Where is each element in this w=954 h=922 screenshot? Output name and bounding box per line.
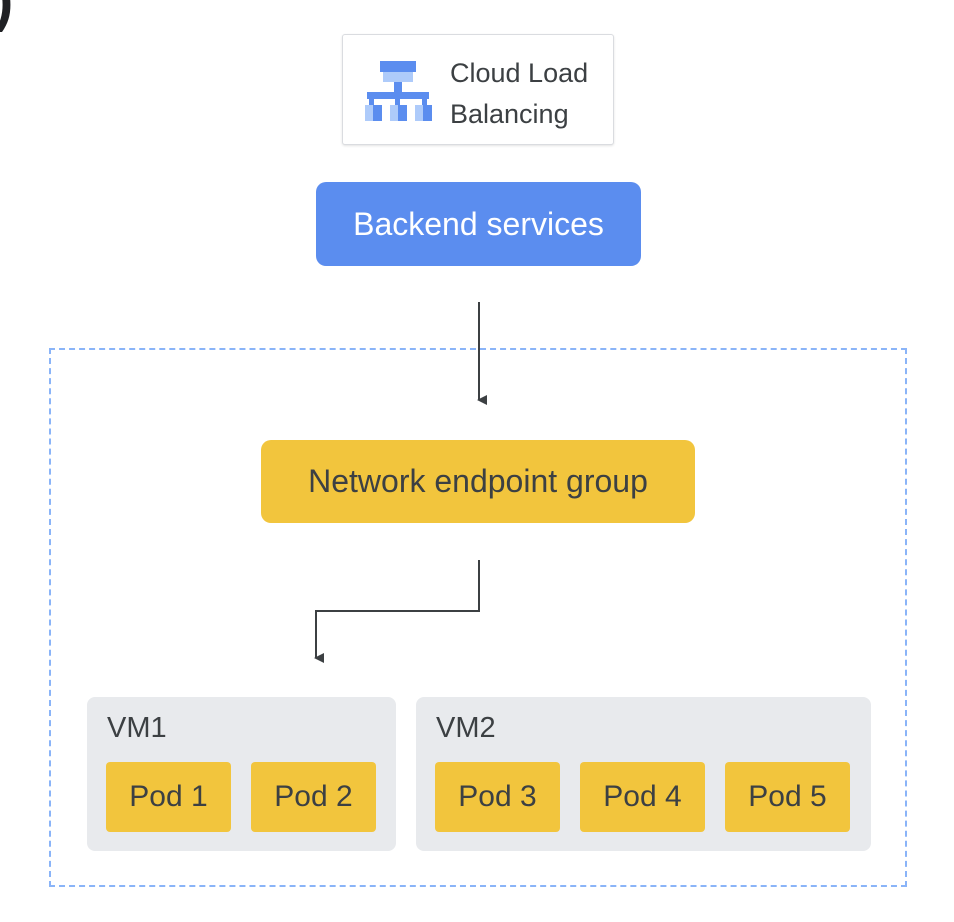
network-endpoint-group-label: Network endpoint group bbox=[308, 463, 648, 499]
pod-list: Pod 1 Pod 2 bbox=[106, 762, 376, 832]
cropped-parenthesis: ) bbox=[0, 0, 13, 30]
pod-box: Pod 1 bbox=[106, 762, 231, 832]
pod-box: Pod 3 bbox=[435, 762, 560, 832]
vm-label: VM2 bbox=[436, 712, 496, 744]
backend-services-box: Backend services bbox=[316, 182, 641, 266]
vm-panel: VM1 Pod 1 Pod 2 bbox=[87, 697, 396, 851]
backend-services-label: Backend services bbox=[353, 205, 604, 242]
pod-box: Pod 4 bbox=[580, 762, 705, 832]
pod-box: Pod 2 bbox=[251, 762, 376, 832]
load-balancer-label: Cloud Load Balancing bbox=[450, 53, 605, 135]
vm-panel: VM2 Pod 3 Pod 4 Pod 5 bbox=[416, 697, 871, 851]
network-endpoint-group-box: Network endpoint group bbox=[261, 440, 695, 523]
pod-list: Pod 3 Pod 4 Pod 5 bbox=[435, 762, 850, 832]
load-balancing-icon bbox=[365, 61, 432, 121]
load-balancer-label-line1: Cloud Load bbox=[450, 58, 589, 88]
pod-box: Pod 5 bbox=[725, 762, 850, 832]
load-balancer-label-line2: Balancing bbox=[450, 99, 569, 129]
cloud-load-balancing-card: Cloud Load Balancing bbox=[342, 34, 614, 145]
vm-label: VM1 bbox=[107, 712, 167, 744]
